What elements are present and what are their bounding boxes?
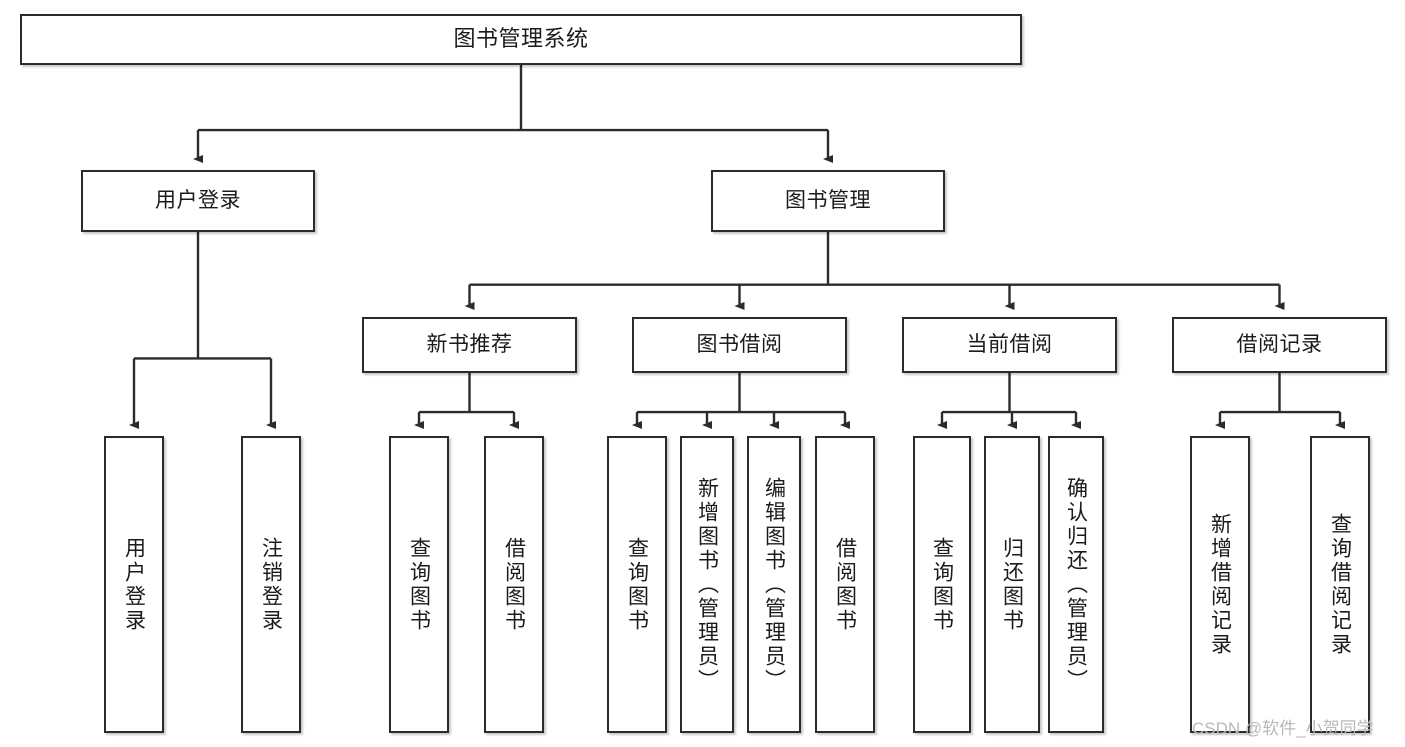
node-leaf7[interactable]: 编辑图书（管理员） [747, 436, 801, 733]
node-label: 新增图书（管理员） [695, 476, 719, 693]
node-label: 查询图书 [930, 536, 954, 633]
node-leaf10[interactable]: 归还图书 [984, 436, 1040, 733]
node-newbook[interactable]: 新书推荐 [362, 317, 577, 373]
node-bookmgmt[interactable]: 图书管理 [711, 170, 945, 232]
node-leaf6[interactable]: 新增图书（管理员） [680, 436, 734, 733]
node-borrow[interactable]: 图书借阅 [632, 317, 847, 373]
node-label: 新书推荐 [426, 333, 513, 357]
node-login[interactable]: 用户登录 [81, 170, 315, 232]
node-label: 借阅图书 [833, 536, 857, 633]
node-leaf11[interactable]: 确认归还（管理员） [1048, 436, 1104, 733]
node-label: 当前借阅 [966, 333, 1053, 357]
node-records[interactable]: 借阅记录 [1172, 317, 1387, 373]
node-leaf12[interactable]: 新增借阅记录 [1190, 436, 1250, 733]
node-label: 归还图书 [1000, 536, 1024, 633]
node-label: 借阅图书 [502, 536, 526, 633]
csdn-watermark: CSDN @软件_小贺同学 [1192, 719, 1374, 738]
node-label: 图书管理系统 [453, 26, 589, 52]
node-label: 图书借阅 [696, 333, 783, 357]
node-label: 图书管理 [785, 189, 871, 213]
node-label: 确认归还（管理员） [1064, 476, 1088, 693]
node-label: 用户登录 [122, 536, 146, 633]
node-label: 新增借阅记录 [1208, 512, 1232, 657]
node-leaf2[interactable]: 注销登录 [241, 436, 301, 733]
node-label: 借阅记录 [1236, 333, 1323, 357]
node-label: 注销登录 [259, 536, 283, 633]
node-leaf9[interactable]: 查询图书 [913, 436, 971, 733]
node-label: 用户登录 [155, 189, 241, 213]
node-label: 查询图书 [625, 536, 649, 633]
node-leaf3[interactable]: 查询图书 [389, 436, 449, 733]
node-label: 查询图书 [407, 536, 431, 633]
node-leaf8[interactable]: 借阅图书 [815, 436, 875, 733]
node-leaf13[interactable]: 查询借阅记录 [1310, 436, 1370, 733]
node-label: 编辑图书（管理员） [762, 476, 786, 693]
node-root[interactable]: 图书管理系统 [20, 14, 1022, 65]
node-leaf5[interactable]: 查询图书 [607, 436, 667, 733]
node-leaf4[interactable]: 借阅图书 [484, 436, 544, 733]
node-leaf1[interactable]: 用户登录 [104, 436, 164, 733]
node-label: 查询借阅记录 [1328, 512, 1352, 657]
node-current[interactable]: 当前借阅 [902, 317, 1117, 373]
